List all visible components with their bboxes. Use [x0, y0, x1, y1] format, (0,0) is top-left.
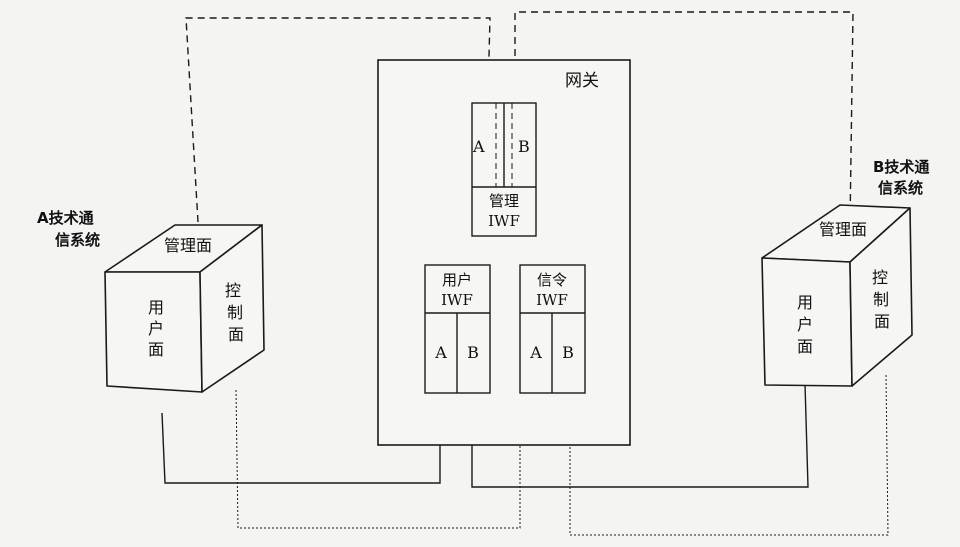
system-b-front-char-1: 用: [797, 293, 813, 312]
control-link-b: [569, 374, 889, 536]
system-a-front-char-2: 户: [148, 319, 164, 338]
system-a-caption-2: 信系统: [55, 231, 100, 249]
mgmt-iwf-label-1: 管理: [489, 192, 519, 210]
system-a-top-label: 管理面: [164, 236, 212, 255]
system-a-cube: [104, 224, 265, 393]
system-a-side-char-3: 面: [228, 325, 244, 344]
system-a-side-char-1: 控: [225, 281, 241, 300]
mgmt-iwf-port-a: A: [472, 137, 485, 156]
mgmt-iwf-block: [471, 102, 537, 237]
system-a-side-char-2: 制: [227, 303, 243, 322]
user-iwf-port-a: A: [434, 343, 447, 362]
system-b-cube: [761, 204, 913, 387]
signal-iwf-label-1: 信令: [537, 271, 567, 289]
system-a-side-face: [199, 224, 265, 393]
system-a-front-char-3: 面: [148, 340, 164, 359]
system-b-caption-1: B技术通: [873, 158, 929, 176]
system-b-front-char-3: 面: [797, 337, 813, 356]
signal-iwf-label-2: IWF: [536, 291, 568, 309]
mgmt-iwf-port-b: B: [518, 137, 530, 156]
user-iwf-block: [424, 264, 491, 394]
system-b-side-char-1: 控: [872, 268, 888, 287]
system-a-caption-1: A技术通: [37, 209, 94, 227]
control-link-a: [235, 385, 521, 529]
system-b-caption-2: 信系统: [878, 179, 923, 197]
user-iwf-port-b: B: [467, 343, 479, 362]
mgmt-iwf-label-2: IWF: [488, 212, 520, 230]
system-b-side-face: [849, 207, 913, 387]
signal-iwf-port-a: A: [529, 343, 542, 362]
system-b-top-label: 管理面: [819, 220, 867, 239]
system-b-side-char-2: 制: [873, 290, 889, 309]
signal-iwf-block: [519, 264, 586, 394]
signal-iwf-port-b: B: [562, 343, 574, 362]
system-b-side-char-3: 面: [874, 312, 890, 331]
user-iwf-label-2: IWF: [441, 291, 473, 309]
system-b-front-char-2: 户: [797, 315, 813, 334]
system-a-front-char-1: 用: [148, 298, 164, 317]
user-iwf-label-1: 用户: [442, 271, 472, 289]
gateway-title: 网关: [565, 71, 599, 91]
